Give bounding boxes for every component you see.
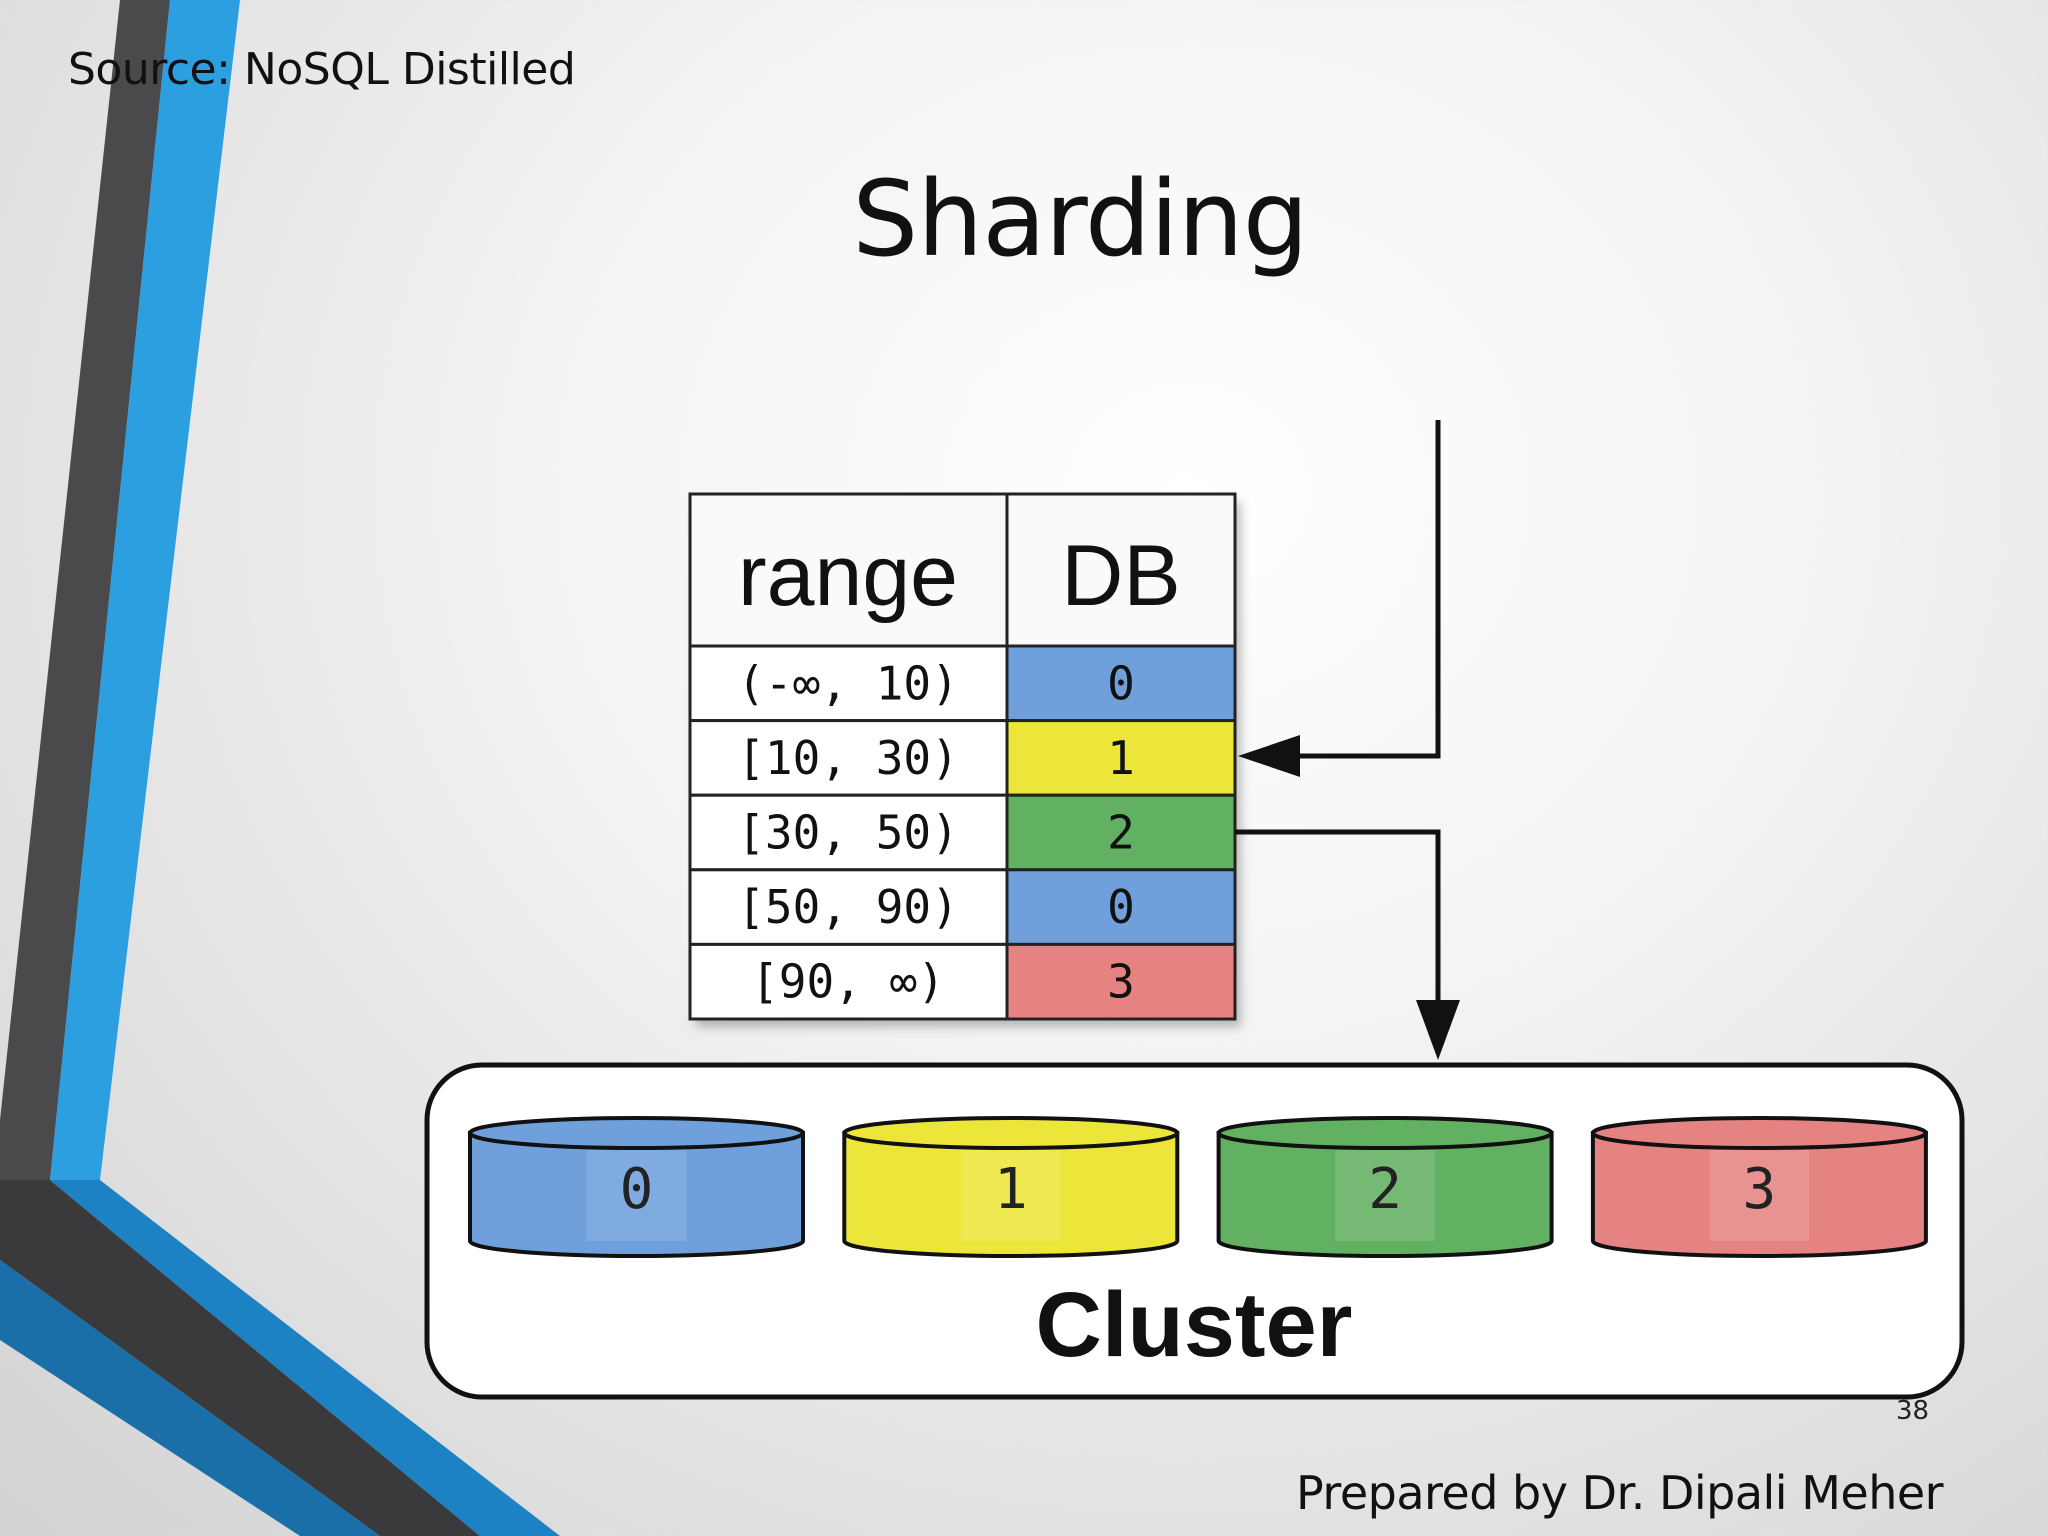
header-db: DB bbox=[1061, 528, 1180, 624]
db-cell bbox=[1005, 942, 1237, 1021]
header-range-cell bbox=[690, 494, 1007, 646]
table-rows: (-∞, 10) 0 [10, 30) 1 [30, 50) 2 [50, 90) 0 [90,… bbox=[688, 644, 1237, 1021]
blue-corner-stripe bbox=[50, 1180, 560, 1536]
db-value: 0 bbox=[1107, 656, 1135, 710]
database-cylinder: 2 bbox=[1216, 1116, 1554, 1258]
db-value: 3 bbox=[1107, 955, 1135, 1009]
range-value: [90, ∞) bbox=[751, 955, 945, 1009]
cylinder-highlight bbox=[586, 1133, 687, 1241]
database-cylinder: 1 bbox=[842, 1116, 1180, 1258]
db-value: 0 bbox=[1107, 880, 1135, 934]
database-label: 2 bbox=[1368, 1157, 1402, 1222]
dark-corner-stripe bbox=[0, 1180, 480, 1536]
table-grid bbox=[688, 492, 1237, 1021]
database-label: 1 bbox=[994, 1157, 1028, 1222]
blue-corner-stripe-2 bbox=[0, 1260, 380, 1536]
header-range: range bbox=[738, 528, 958, 624]
cluster-label: Cluster bbox=[1036, 1274, 1353, 1376]
incoming-arrowhead bbox=[1238, 735, 1300, 777]
database-label: 3 bbox=[1743, 1157, 1777, 1222]
cylinder-highlight bbox=[1335, 1133, 1436, 1241]
cylinder-top bbox=[1590, 1116, 1928, 1150]
cylinder-top bbox=[842, 1116, 1180, 1150]
source-citation: Source: NoSQL Distilled bbox=[68, 44, 576, 95]
range-value: [10, 30) bbox=[737, 731, 959, 785]
page-number: 38 bbox=[1896, 1396, 1930, 1426]
slide-title: Sharding bbox=[0, 158, 2048, 280]
table-header: range DB bbox=[690, 494, 1235, 646]
slide-title-text: Sharding bbox=[852, 158, 1308, 280]
range-value: (-∞, 10) bbox=[737, 656, 959, 710]
db-value: 2 bbox=[1107, 806, 1135, 860]
range-cell bbox=[688, 719, 1009, 797]
cylinder-top bbox=[1216, 1116, 1554, 1150]
cluster-box bbox=[424, 1062, 1965, 1400]
table-border bbox=[688, 492, 1237, 1021]
cylinder-body bbox=[1216, 1131, 1554, 1258]
dark-stripe bbox=[0, 0, 170, 1180]
cylinder-body bbox=[1590, 1131, 1928, 1258]
db-value: 1 bbox=[1107, 731, 1135, 785]
cylinder-body bbox=[842, 1131, 1180, 1258]
incoming-lookup-line bbox=[1290, 420, 1441, 759]
db-cell bbox=[1005, 868, 1237, 946]
range-value: [30, 50) bbox=[737, 806, 959, 860]
footer-author: Prepared by Dr. Dipali Meher bbox=[1296, 1466, 1944, 1520]
cylinder-highlight bbox=[960, 1133, 1061, 1241]
header-db-cell bbox=[1007, 494, 1235, 646]
blue-stripe bbox=[50, 0, 240, 1180]
outgoing-arrowhead bbox=[1416, 1000, 1460, 1060]
range-value: [50, 90) bbox=[737, 880, 959, 934]
cylinder-body bbox=[468, 1131, 805, 1258]
cylinder-highlight bbox=[1709, 1133, 1810, 1241]
cylinder-top bbox=[468, 1116, 805, 1150]
database-label: 0 bbox=[620, 1157, 654, 1222]
db-cell bbox=[1005, 644, 1237, 723]
database-cylinder: 0 bbox=[468, 1116, 805, 1258]
cluster-databases: 0 1 2 3 bbox=[468, 1116, 1928, 1258]
database-cylinder: 3 bbox=[1590, 1116, 1928, 1258]
outgoing-route-line bbox=[1235, 829, 1441, 1006]
